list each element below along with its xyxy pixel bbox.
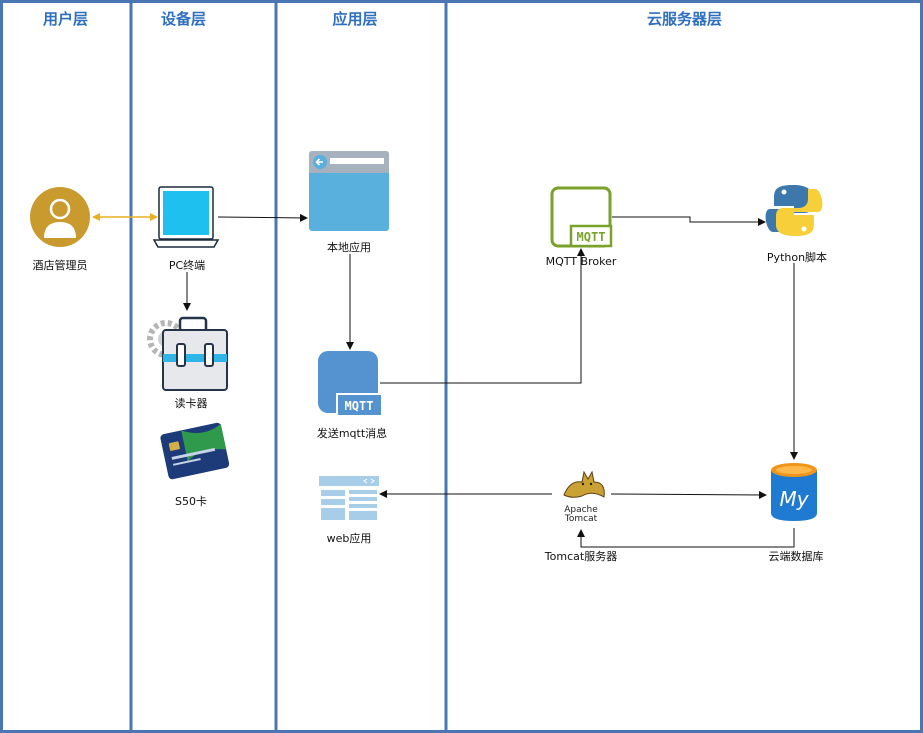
lane-title-user: 用户层 [42,10,88,28]
tomcat-text-1: Apache [564,505,598,515]
mysql-mark-text: My [779,487,809,511]
mqtt-broker-icon [550,186,613,248]
label-local-app: 本地应用 [327,241,371,254]
label-tomcat: Tomcat服务器 [544,550,618,563]
arrow-db-tomcat [577,528,795,548]
arrow-mqtt-broker [380,248,585,384]
label-pc: PC终端 [168,259,206,272]
tomcat-icon [553,465,609,527]
mqtt-broker-badge-text: MQTT [577,230,606,244]
label-cloud-db: 云端数据库 [768,550,824,563]
label-mqtt-broker: MQTT Broker [545,255,617,268]
laptop-icon [152,186,220,248]
label-s50-card: S50卡 [175,495,207,508]
credit-card-icon [160,422,230,480]
web-app-icon [319,476,379,522]
send-mqtt-badge-text: MQTT [345,399,374,413]
lane-title-cloud: 云服务器层 [646,10,722,28]
lane-title-device: 设备层 [160,10,206,28]
local-app-icon [309,151,389,231]
label-python-script: Python脚本 [766,251,828,264]
label-send-mqtt: 发送mqtt消息 [316,427,388,440]
card-reader-icon [147,316,228,391]
python-icon [765,185,823,236]
mysql-database-icon [771,463,817,521]
arrow-broker-python [612,216,766,226]
label-card-reader: 读卡器 [174,397,208,410]
label-web-app: web应用 [326,532,372,545]
arrow-pc-localapp [217,213,308,222]
lane-title-application: 应用层 [332,10,378,28]
arrow-tomcat-db [610,490,767,499]
send-mqtt-icon [318,351,383,417]
user-avatar-icon [30,187,90,247]
label-hotel-manager: 酒店管理员 [32,259,88,272]
tomcat-text-2: Tomcat [564,514,598,524]
